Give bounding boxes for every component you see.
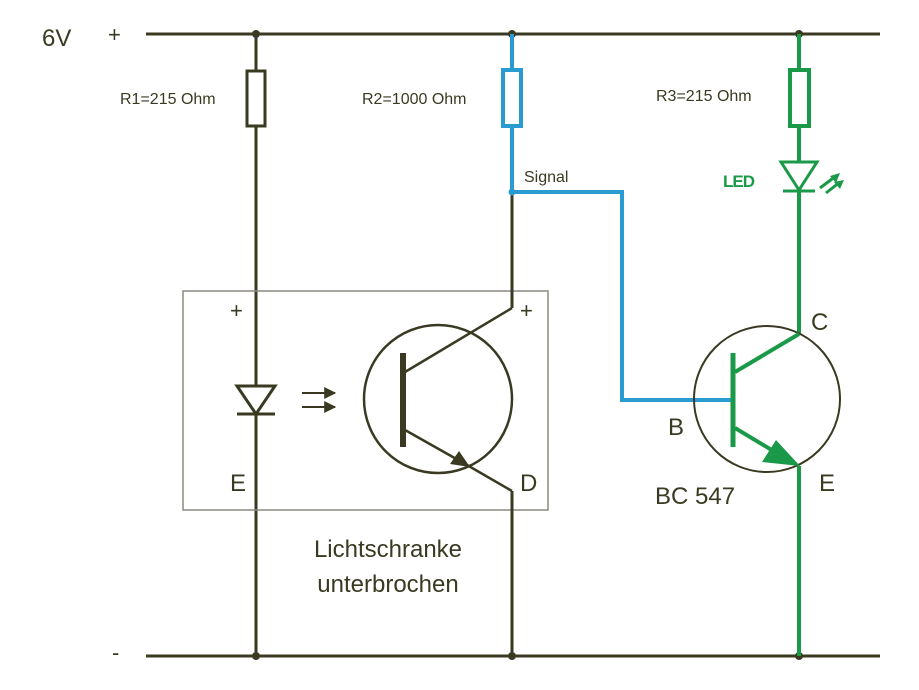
- supply-voltage-label: 6V: [42, 25, 71, 52]
- resistor-r3: [788, 68, 811, 128]
- phototransistor: [362, 190, 514, 656]
- resistor-r2: [501, 68, 523, 128]
- transistor-emitter-label: E: [819, 470, 835, 497]
- resistor-r1: [245, 69, 267, 128]
- signal-label: Signal: [524, 169, 568, 186]
- emitter-label: E: [230, 470, 246, 497]
- junction-dot: [508, 188, 516, 196]
- signal-wire: [512, 190, 733, 402]
- transistor-base-label: B: [668, 414, 684, 441]
- emitter-plus-label: +: [230, 298, 243, 323]
- detector-label: D: [520, 470, 537, 497]
- emitter-arrow-icon: [762, 440, 800, 466]
- led-label: LED: [723, 172, 755, 191]
- supply-minus-label: -: [112, 640, 119, 665]
- branch-r2-signal: [501, 34, 733, 402]
- led-emission-icon: [819, 173, 844, 195]
- resistor-r2-label: R2=1000 Ohm: [362, 91, 467, 108]
- transistor-part-label: BC 547: [655, 483, 735, 510]
- light-barrier-caption-line2: unterbrochen: [317, 571, 458, 598]
- resistor-r3-label: R3=215 Ohm: [656, 88, 752, 105]
- branch-r1: [234, 34, 278, 656]
- light-barrier-box: [182, 290, 549, 511]
- led-diode-icon: [778, 160, 820, 193]
- resistor-r1-label: R1=215 Ohm: [120, 91, 216, 108]
- supply-plus-label: +: [108, 22, 121, 47]
- detector-plus-label: +: [520, 298, 533, 323]
- emitter-diode: [234, 384, 278, 417]
- bc547-transistor: [693, 325, 841, 656]
- light-barrier-caption-line1: Lichtschranke: [314, 536, 462, 563]
- transistor-collector-label: C: [811, 309, 828, 336]
- branch-r3-led: [778, 34, 844, 334]
